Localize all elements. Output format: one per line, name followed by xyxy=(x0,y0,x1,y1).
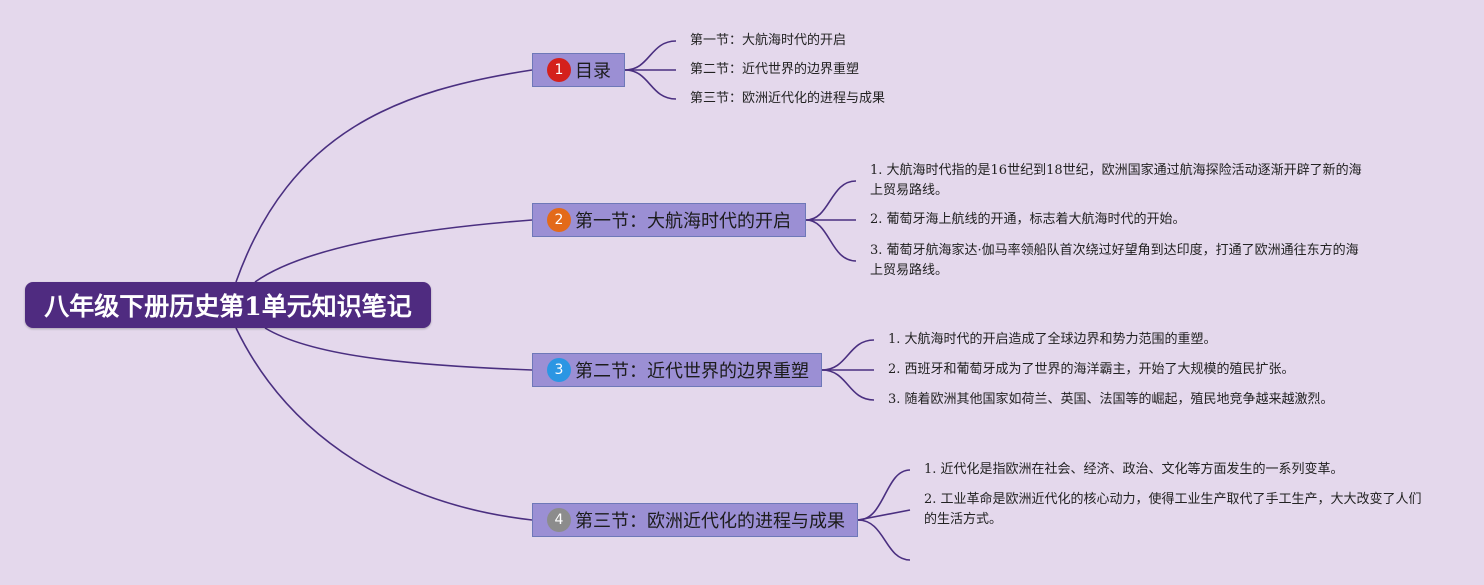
connector-branch2-leaf1 xyxy=(805,180,857,221)
connector-branch1-leaf3 xyxy=(624,69,677,100)
branch-label: 第三节：欧洲近代化的进程与成果 xyxy=(575,511,845,532)
connector-branch4-leaf2 xyxy=(857,509,911,521)
connector-branch4-leaf1 xyxy=(857,469,911,521)
priority-1-icon: 1 xyxy=(547,58,571,82)
leaf-item[interactable]: 第一节：大航海时代的开启 xyxy=(690,33,847,48)
priority-4-icon: 4 xyxy=(547,508,571,532)
connector-root-branch1 xyxy=(235,69,533,283)
leaf-item[interactable]: 第二节：近代世界的边界重塑 xyxy=(690,62,860,77)
connector-branch3-leaf1 xyxy=(821,339,875,371)
branch-section-1[interactable]: 2 第一节：大航海时代的开启 xyxy=(532,203,806,237)
leaf-item[interactable]: 1. 大航海时代的开启造成了全球边界和势力范围的重塑。 xyxy=(888,332,1217,347)
leaf-item[interactable]: 第三节：欧洲近代化的进程与成果 xyxy=(690,91,886,106)
leaf-item[interactable]: 3. 葡萄牙航海家达·伽马率领船队首次绕过好望角到达印度，打通了欧洲通往东方的海… xyxy=(870,243,1359,278)
priority-2-icon: 2 xyxy=(547,208,571,232)
connector-root-branch2 xyxy=(254,219,533,283)
branch-label: 目录 xyxy=(575,61,611,82)
branch-label: 第一节：大航海时代的开启 xyxy=(575,211,791,232)
leaf-item[interactable]: 2. 工业革命是欧洲近代化的核心动力，使得工业生产取代了手工生产，大大改变了人们… xyxy=(924,492,1422,527)
branch-section-3[interactable]: 4 第三节：欧洲近代化的进程与成果 xyxy=(532,503,858,537)
root-topic[interactable]: 八年级下册历史第1单元知识笔记 xyxy=(25,282,431,328)
priority-3-icon: 3 xyxy=(547,358,571,382)
connector-branch3-leaf3 xyxy=(821,369,875,401)
connector-branch4-leaf3 xyxy=(857,519,911,561)
connector-root-branch4 xyxy=(235,327,533,521)
connector-branch2-leaf3 xyxy=(805,219,857,262)
connector-root-branch3 xyxy=(264,327,533,371)
leaf-item[interactable]: 1. 大航海时代指的是16世纪到18世纪，欧洲国家通过航海探险活动逐渐开辟了新的… xyxy=(870,163,1362,198)
leaf-item[interactable]: 1. 近代化是指欧洲在社会、经济、政治、文化等方面发生的一系列变革。 xyxy=(924,462,1344,477)
leaf-item[interactable]: 2. 葡萄牙海上航线的开通，标志着大航海时代的开始。 xyxy=(870,212,1186,227)
branch-section-2[interactable]: 3 第二节：近代世界的边界重塑 xyxy=(532,353,822,387)
root-title: 八年级下册历史第1单元知识笔记 xyxy=(44,292,412,321)
leaf-item[interactable]: 2. 西班牙和葡萄牙成为了世界的海洋霸主，开始了大规模的殖民扩张。 xyxy=(888,362,1295,377)
connector-branch1-leaf1 xyxy=(624,40,677,71)
branch-contents[interactable]: 1 目录 xyxy=(532,53,625,87)
branch-label: 第二节：近代世界的边界重塑 xyxy=(575,361,809,382)
leaf-item[interactable]: 3. 随着欧洲其他国家如荷兰、英国、法国等的崛起，殖民地竞争越来越激烈。 xyxy=(888,392,1334,407)
